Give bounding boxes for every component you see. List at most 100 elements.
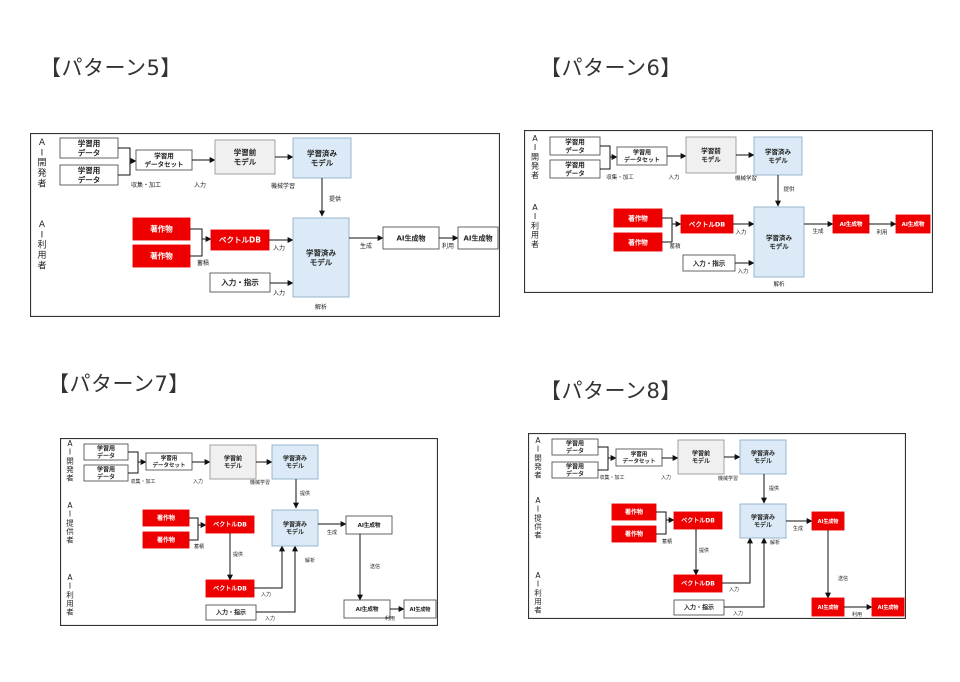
svg-text:利: 利 [66, 589, 74, 599]
svg-text:者: 者 [534, 471, 542, 480]
svg-text:I: I [41, 148, 44, 158]
input-instruction-box: 入力・指示 [209, 272, 271, 293]
label-use: 利用 [876, 228, 887, 236]
svg-text:者: 者 [534, 606, 542, 615]
svg-text:ベクトルDB: ベクトルDB [681, 580, 715, 588]
label-generate: 生成 [360, 242, 372, 250]
svg-text:データ: データ [78, 147, 101, 157]
svg-text:データ: データ [78, 174, 101, 184]
svg-text:I: I [534, 143, 536, 152]
svg-text:学習用: 学習用 [565, 160, 585, 169]
label-store: 蓄積 [662, 538, 672, 545]
label-analyze: 解析 [773, 280, 785, 288]
svg-text:データセット: データセット [145, 159, 184, 168]
svg-text:AI生成物: AI生成物 [818, 604, 839, 611]
ai-output-box-3: AI生成物 [403, 599, 437, 619]
svg-text:モデル: モデル [769, 241, 789, 250]
ai-output-box-1: AI生成物 [345, 515, 393, 535]
label-generate: 生成 [793, 525, 803, 532]
svg-text:データセット: データセット [624, 156, 660, 164]
svg-text:AI生成物: AI生成物 [840, 220, 863, 228]
label-use: 利用 [442, 242, 454, 250]
svg-text:学習済み: 学習済み [307, 148, 337, 158]
svg-text:AI生成物: AI生成物 [396, 233, 425, 242]
svg-text:入力・指示: 入力・指示 [215, 609, 246, 617]
svg-text:I: I [69, 582, 71, 591]
svg-text:データ: データ [566, 470, 584, 478]
svg-text:A: A [39, 220, 46, 230]
svg-text:者: 者 [66, 608, 74, 617]
svg-text:開: 開 [531, 152, 539, 161]
svg-text:学習用: 学習用 [78, 165, 101, 175]
svg-text:データ: データ [97, 452, 115, 460]
svg-text:者: 者 [66, 536, 74, 545]
svg-text:ベクトルDB: ベクトルDB [689, 219, 725, 228]
svg-text:者: 者 [37, 260, 46, 271]
svg-text:A: A [67, 501, 73, 510]
copyrighted-work-box-1: 著作物 [613, 208, 663, 228]
svg-text:I: I [537, 505, 539, 514]
svg-text:開: 開 [66, 456, 74, 465]
svg-text:A: A [532, 203, 538, 212]
svg-text:者: 者 [531, 171, 539, 180]
svg-text:AI生成物: AI生成物 [463, 233, 492, 242]
svg-text:ベクトルDB: ベクトルDB [219, 235, 261, 245]
svg-text:学習前: 学習前 [701, 146, 721, 155]
svg-text:学習用: 学習用 [633, 148, 651, 156]
svg-text:データ: データ [565, 145, 585, 154]
svg-text:AI生成物: AI生成物 [358, 521, 381, 529]
copyrighted-work-box-1: 著作物 [132, 217, 191, 241]
input-instruction-box: 入力・指示 [673, 599, 725, 616]
svg-text:I: I [537, 580, 539, 589]
svg-text:者: 者 [37, 178, 46, 189]
svg-text:I: I [69, 510, 71, 519]
svg-text:著作物: 著作物 [624, 508, 643, 516]
input-instruction-box: 入力・指示 [205, 604, 257, 621]
label-machine-learning: 機械学習 [718, 475, 738, 482]
copyrighted-work-box-2: 著作物 [132, 244, 191, 268]
vector-db-box-1: ベクトルDB [673, 511, 723, 530]
svg-text:発: 発 [37, 167, 46, 179]
label-provide-2: 提供 [699, 547, 709, 554]
ai-output-box-3: AI生成物 [871, 597, 905, 617]
label-input-2: 入力 [261, 591, 271, 598]
svg-text:利: 利 [534, 587, 542, 597]
svg-text:用: 用 [534, 597, 542, 606]
label-machine-learning: 機械学習 [735, 174, 757, 182]
svg-text:入力・指示: 入力・指示 [220, 277, 259, 287]
svg-text:学習済み: 学習済み [283, 454, 307, 462]
svg-text:AI生成物: AI生成物 [410, 606, 431, 613]
svg-text:学習済み: 学習済み [306, 247, 336, 257]
label-collect-process: 収集・加工 [599, 474, 624, 481]
label-input-2: 入力 [729, 586, 739, 593]
svg-text:著作物: 著作物 [149, 251, 173, 261]
connector-line [256, 545, 298, 613]
vector-db-box: ベクトルDB [680, 214, 734, 234]
svg-text:学習用: 学習用 [154, 151, 174, 160]
svg-text:発: 発 [66, 465, 74, 474]
svg-text:著作物: 著作物 [156, 536, 175, 544]
label-generate: 生成 [327, 529, 337, 536]
label-analyze: 解析 [770, 539, 780, 546]
label-input-2: 入力 [273, 244, 285, 252]
svg-text:モデル: モデル [701, 154, 721, 163]
label-analyze: 解析 [315, 303, 327, 311]
svg-text:発: 発 [534, 462, 542, 471]
